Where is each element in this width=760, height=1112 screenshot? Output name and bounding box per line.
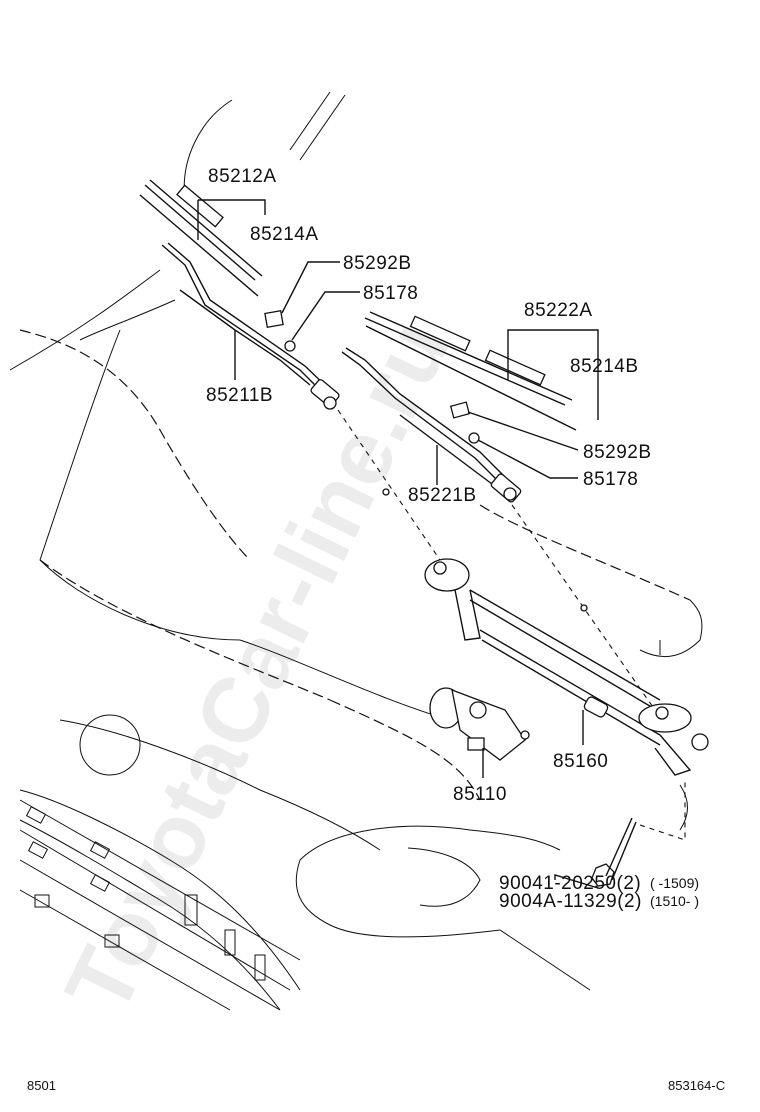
bolt	[591, 817, 637, 887]
label-bolt-1: 90041-20250(2)	[499, 873, 641, 894]
label-85211B: 85211B	[206, 385, 273, 406]
blade-asm-lh-leader	[198, 199, 266, 215]
nut-rh	[468, 432, 480, 444]
watermark-text: ToyotaCar-line.ru	[46, 306, 469, 1029]
label-85214B: 85214B	[570, 356, 639, 377]
wiper-motor	[429, 687, 530, 761]
label-bolt-2: 9004A-11329(2)	[499, 891, 642, 912]
label-85178-lh: 85178	[363, 283, 418, 304]
label-85110: 85110	[453, 784, 507, 805]
label-85178-rh: 85178	[583, 469, 638, 490]
mount-line-bolt	[639, 780, 686, 841]
label-85292B-rh: 85292B	[583, 442, 652, 463]
footer-right-code: 853164-C	[668, 1078, 725, 1093]
cap-rh	[449, 401, 471, 419]
label-bolt-2-range: (1510- )	[650, 893, 699, 909]
label-85221B: 85221B	[408, 485, 477, 506]
label-85160: 85160	[553, 751, 608, 772]
bolt-leader	[554, 874, 599, 889]
label-bolt-1-range: ( -1509)	[650, 875, 699, 891]
front-grille	[19, 799, 301, 1011]
mount-line-lh	[337, 409, 441, 561]
cap-rh-leader	[467, 411, 579, 451]
lh-wiper-arm	[161, 242, 340, 410]
cap-lh	[264, 309, 284, 329]
rh-wiper-arm	[341, 347, 522, 503]
label-85292B-lh: 85292B	[343, 253, 412, 274]
label-85212A: 85212A	[208, 166, 277, 187]
footer-left-code: 8501	[27, 1078, 56, 1093]
nut-rh-leader	[477, 439, 578, 479]
nut-lh-leader	[291, 291, 360, 341]
rh-wiper-blade	[364, 311, 577, 431]
blade-asm-rh-leader	[507, 329, 599, 420]
cap-lh-leader	[281, 261, 340, 314]
nut-lh	[284, 340, 296, 352]
label-85222A: 85222A	[524, 300, 593, 321]
label-85214A: 85214A	[250, 224, 319, 245]
wiper-link-assembly	[424, 558, 709, 776]
lh-wiper-blade	[139, 179, 263, 297]
body-outline	[9, 91, 703, 1011]
